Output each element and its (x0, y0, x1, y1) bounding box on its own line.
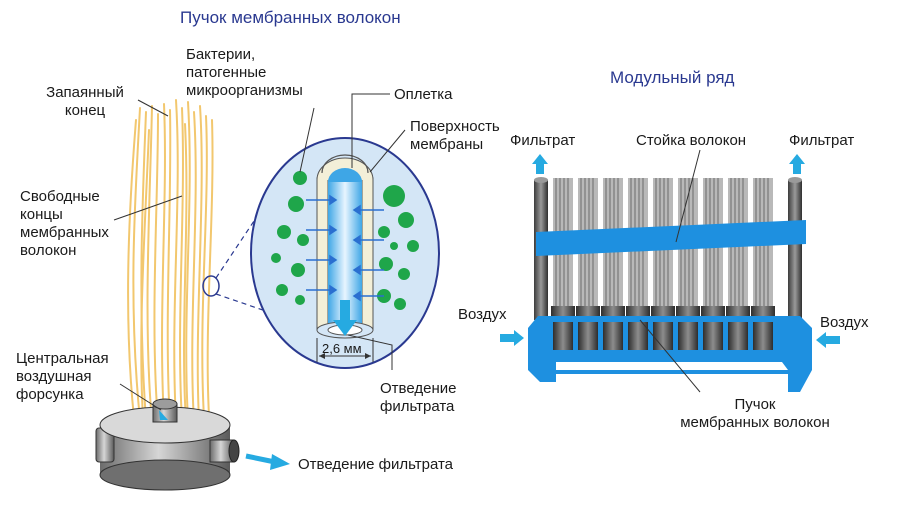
label-filtrate-out: Отведение фильтрата (380, 380, 457, 415)
center-leaders (299, 93, 406, 370)
label-free-ends: Свободные концы мембранных волокон (20, 188, 109, 259)
label-module-bundle: Пучок мембранных волокон (680, 396, 830, 431)
magnify-circle (202, 275, 220, 297)
leg-right (782, 362, 812, 392)
label-air-left: Воздух (458, 306, 507, 323)
label-air-right: Воздух (820, 314, 869, 331)
bundle-title: Пучок мембранных волокон (180, 8, 401, 27)
label-fiber-rack: Стойка волокон (636, 132, 747, 149)
nozzle-header (95, 398, 240, 491)
label-sealed-end: Запаянный конец (46, 84, 124, 119)
magnified-view (250, 137, 440, 369)
base-sockets (553, 322, 773, 350)
leg-left (528, 362, 556, 382)
label-filtrate-left: Фильтрат (510, 132, 576, 149)
label-braid: Оплетка (394, 86, 453, 103)
label-bacteria: Бактерии, патогенные микроорганизмы (186, 46, 303, 99)
module-arrows (500, 154, 840, 348)
rack-bar (536, 220, 806, 256)
fiber-bundle (127, 99, 214, 423)
filtration-arrows (306, 194, 384, 302)
module-row (528, 177, 812, 392)
module-leaders (639, 149, 701, 393)
left-leaders (113, 99, 183, 411)
magnify-line-top (215, 199, 269, 279)
filtrate-drain-arrow (245, 453, 290, 470)
label-air-nozzle: Центральная воздушная форсунка (16, 350, 109, 403)
label-filtrate-right: Фильтрат (789, 132, 855, 149)
module-title: Модульный ряд (610, 68, 735, 87)
label-diameter: 2,6 мм (322, 341, 362, 356)
label-filtrate-drain: Отведение фильтрата (298, 456, 454, 473)
label-membrane-surface: Поверхность мембраны (410, 118, 500, 153)
post-right (788, 180, 802, 320)
